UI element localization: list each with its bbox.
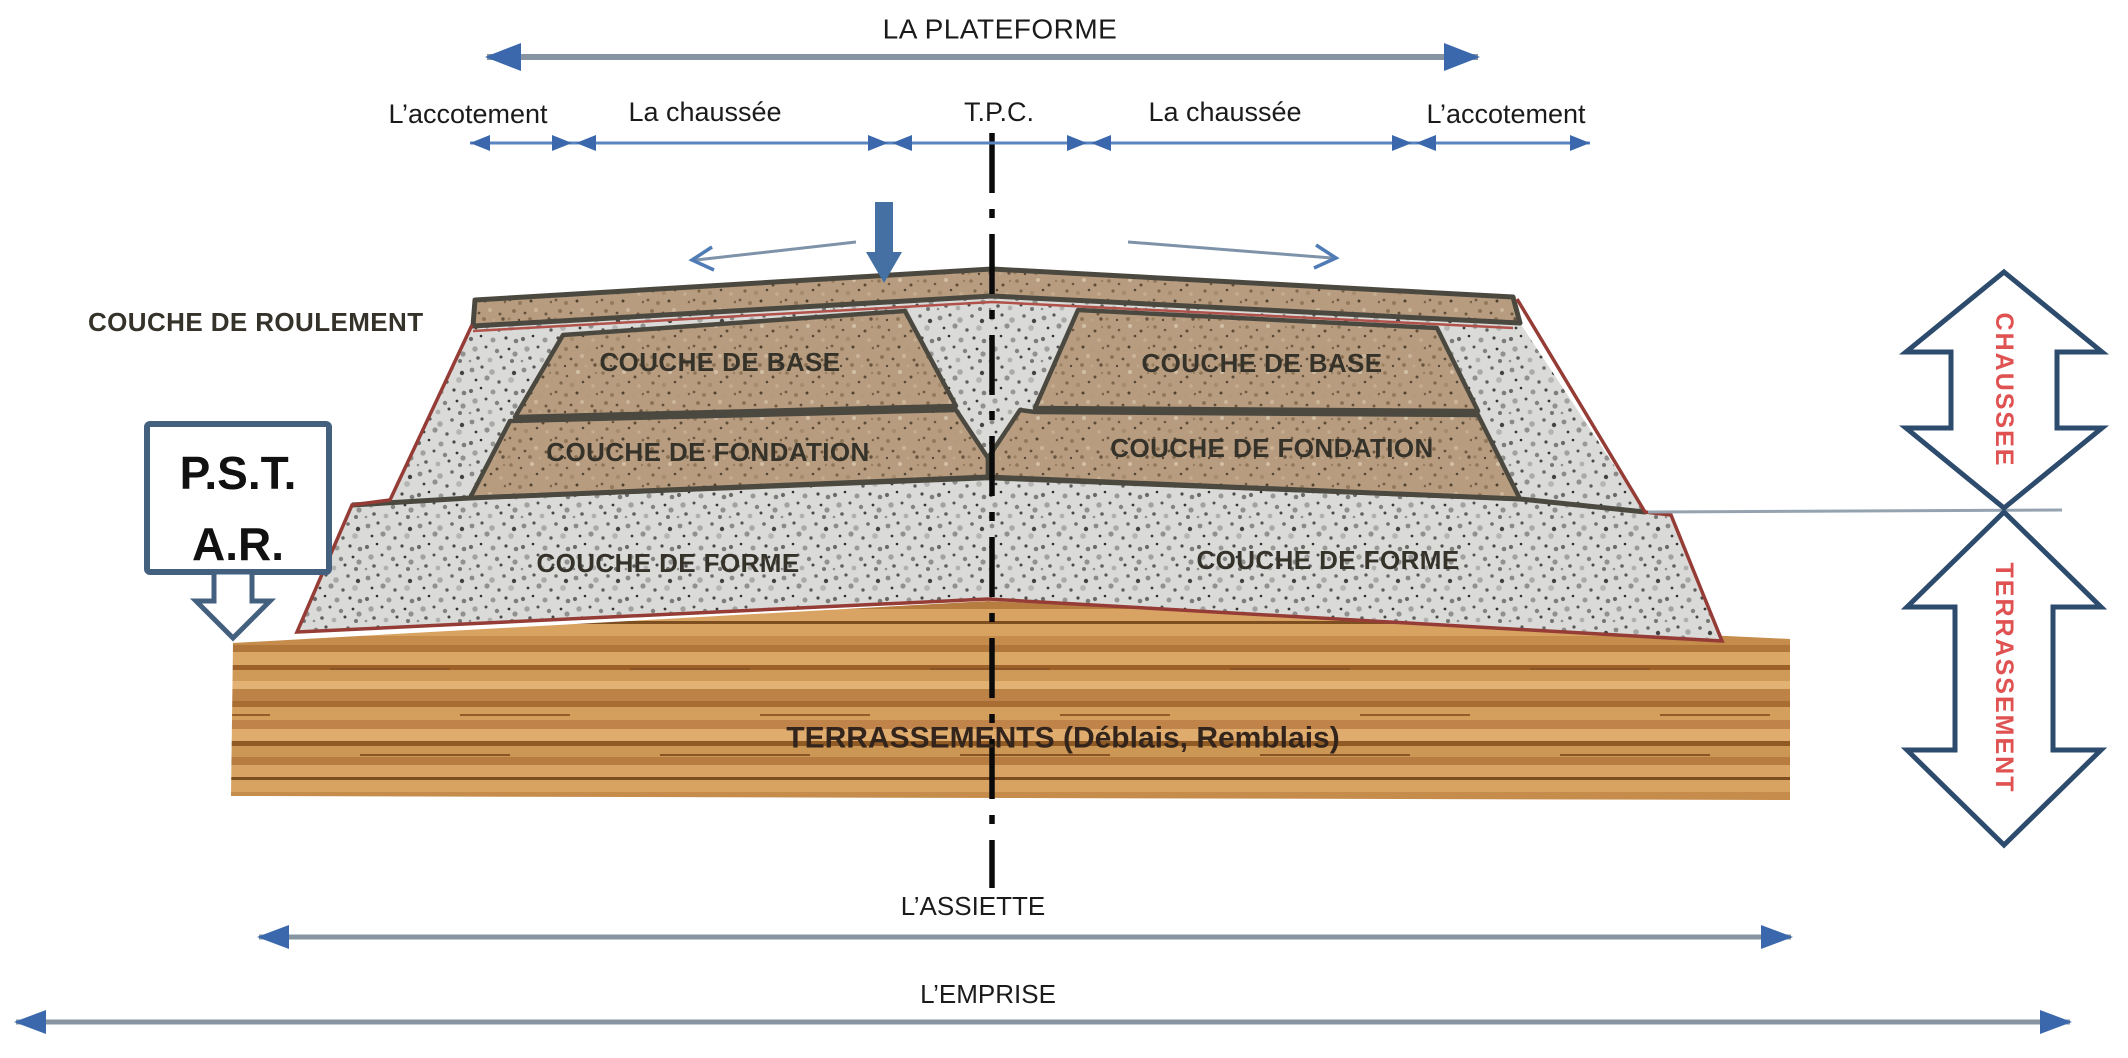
label-terrassements: TERRASSEMENTS (Déblais, Remblais) (786, 722, 1339, 755)
arrowhead-left-icon (1091, 135, 1111, 151)
segment-dimension-row: L’accotement La chaussée T.P.C. La chaus… (388, 97, 1590, 151)
arrowhead-right-icon (1761, 925, 1793, 949)
arrowhead-right-icon (1444, 43, 1480, 71)
ar-label: A.R. (192, 518, 284, 570)
arrowhead-left-icon (576, 135, 596, 151)
label-couche-forme-right: COUCHE DE FORME (1196, 545, 1459, 575)
right-slope-arrow-icon (1127, 240, 1340, 270)
label-couche-base-left: COUCHE DE BASE (599, 347, 840, 377)
pst-callout: P.S.T. A.R. (144, 421, 332, 642)
forme-top-boundary-line (351, 474, 1646, 515)
chaussee-extent-label: CHAUSSEE (1990, 313, 2018, 468)
terrassement-ground (231, 601, 1790, 800)
terrassement-extent-label: TERRASSEMENT (1990, 563, 2018, 794)
label-couche-fondation-right: COUCHE DE FONDATION (1110, 433, 1433, 463)
segment-arrowheads (470, 135, 1590, 151)
arrowhead-right-icon (1570, 135, 1590, 151)
emprise-dimension: L’EMPRISE (14, 979, 2072, 1034)
arrowhead-right-icon (2040, 1010, 2072, 1034)
layer-base-right (1032, 307, 1481, 414)
label-couche-forme-left: COUCHE DE FORME (536, 548, 799, 578)
pst-down-arrow-icon (189, 569, 277, 642)
roulement-red-underline (472, 300, 1514, 333)
pst-label: P.S.T. (180, 447, 297, 499)
arrowhead-right-icon (1067, 135, 1087, 151)
accotement-left-label: L’accotement (388, 99, 548, 129)
arrowhead-left-icon (14, 1010, 46, 1034)
chaussee-extent-arrow-icon (1898, 268, 2110, 512)
plateforme-dimension: LA PLATEFORME (485, 14, 1480, 71)
arrowhead-left-icon (1416, 135, 1436, 151)
arrowhead-left-icon (257, 925, 289, 949)
label-couche-base-right: COUCHE DE BASE (1141, 348, 1382, 378)
arrowhead-left-icon (470, 135, 490, 151)
label-couche-roulement: COUCHE DE ROULEMENT (88, 307, 424, 337)
tpc-label: T.P.C. (964, 97, 1034, 127)
arrowhead-left-icon (892, 135, 912, 151)
assiette-dimension: L’ASSIETTE (257, 891, 1793, 949)
side-extent-arrows: CHAUSSEE TERRASSEMENT (1898, 268, 2110, 849)
emprise-label: L’EMPRISE (920, 979, 1056, 1009)
chaussee-terrassement-boundary-line (1647, 508, 2063, 514)
arrowhead-right-icon (1392, 135, 1412, 151)
plateforme-label: LA PLATEFORME (883, 14, 1118, 45)
center-load-arrow-icon (866, 202, 902, 283)
assiette-label: L’ASSIETTE (901, 891, 1046, 921)
chaussee-right-label: La chaussée (1148, 97, 1301, 127)
accotement-right-label: L’accotement (1426, 99, 1586, 129)
left-slope-arrow-icon (688, 240, 857, 272)
layer-base-left (512, 308, 959, 420)
arrowhead-left-icon (485, 43, 521, 71)
label-couche-fondation-left: COUCHE DE FONDATION (546, 437, 869, 467)
arrowhead-right-icon (868, 135, 888, 151)
terrassement-extent-arrow-icon (1900, 508, 2108, 849)
chaussee-left-label: La chaussée (628, 97, 781, 127)
arrowhead-right-icon (552, 135, 572, 151)
